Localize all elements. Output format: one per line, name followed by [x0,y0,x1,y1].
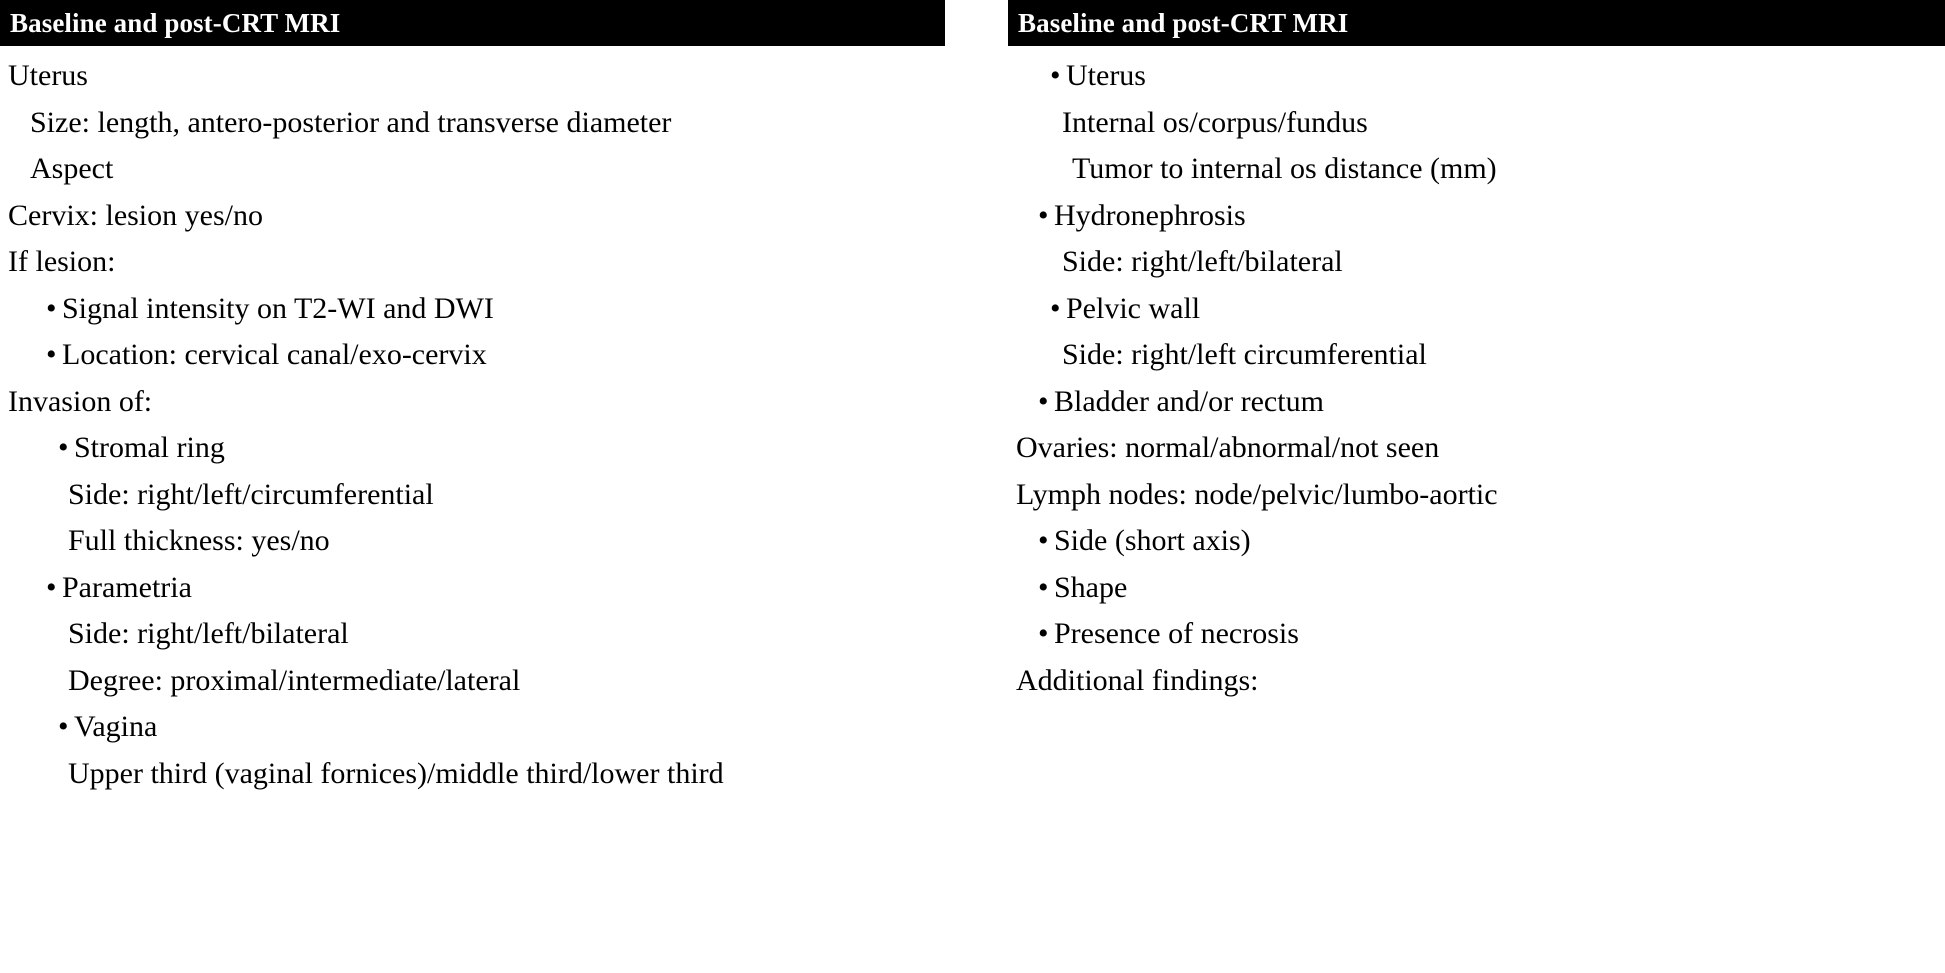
bullet-list-item: •Pelvic wall [1008,286,1945,333]
bullet-list-item: •Uterus [1008,53,1945,100]
text-line: Cervix: lesion yes/no [0,193,945,240]
bullet-icon: • [58,710,69,743]
text-line: Uterus [0,53,945,100]
line-label: Hydronephrosis [1054,198,1246,232]
line-label: Side: right/left/circumferential [68,477,434,511]
text-line: Lymph nodes: node/pelvic/lumbo-aortic [1008,472,1945,519]
bullet-list-item: •Shape [1008,565,1945,612]
text-line: If lesion: [0,239,945,286]
text-line: Side: right/left/bilateral [1008,239,1945,286]
text-line: Degree: proximal/intermediate/lateral [0,658,945,705]
bullet-list-item: •Signal intensity on T2-WI and DWI [0,286,945,333]
line-label: Vagina [74,710,158,743]
column-header-right: Baseline and post-CRT MRI [1008,0,1945,46]
bullet-list-item: •Hydronephrosis [1008,193,1945,240]
line-label: Additional findings: [1016,663,1259,697]
bullet-icon: • [1038,570,1049,604]
line-label: Cervix: lesion yes/no [8,198,263,232]
bullet-icon: • [1038,617,1049,650]
line-label: Parametria [62,570,192,604]
text-line: Additional findings: [1008,658,1945,705]
line-label: Degree: proximal/intermediate/lateral [68,663,521,697]
line-label: Side: right/left/bilateral [68,617,349,650]
line-label: Size: length, antero-posterior and trans… [30,105,672,139]
line-label: Stromal ring [74,431,225,464]
line-label: Lymph nodes: node/pelvic/lumbo-aortic [1016,477,1498,511]
bullet-icon: • [46,291,57,325]
bullet-icon: • [46,570,57,604]
bullet-icon: • [1038,198,1049,232]
line-label: Presence of necrosis [1054,617,1299,650]
bullet-list-item: •Presence of necrosis [1008,611,1945,658]
bullet-list-item: •Side (short axis) [1008,518,1945,565]
bullet-icon: • [1038,384,1049,418]
line-label: Uterus [8,59,88,92]
text-line: Ovaries: normal/abnormal/not seen [1008,425,1945,472]
text-line: Side: right/left/circumferential [0,472,945,519]
bullet-icon: • [1050,59,1061,92]
line-label: Aspect [30,152,114,185]
text-line: Upper third (vaginal fornices)/middle th… [0,751,945,798]
line-label: Side: right/left/bilateral [1062,245,1343,278]
column-header-title: Baseline and post-CRT MRI [1018,7,1349,38]
bullet-icon: • [1038,524,1049,557]
line-label: Signal intensity on T2-WI and DWI [62,291,494,325]
text-line: Side: right/left/bilateral [0,611,945,658]
line-label: Upper third (vaginal fornices)/middle th… [68,756,724,790]
text-line: Full thickness: yes/no [0,518,945,565]
line-label: Full thickness: yes/no [68,524,330,557]
column-header-left: Baseline and post-CRT MRI [0,0,945,46]
bullet-list-item: •Location: cervical canal/exo-cervix [0,332,945,379]
bullet-icon: • [58,431,69,464]
text-line: Invasion of: [0,379,945,426]
line-label: Internal os/corpus/fundus [1062,105,1368,139]
bullet-list-item: •Vagina [0,704,945,751]
column-header-title: Baseline and post-CRT MRI [10,7,341,38]
text-line: Side: right/left circumferential [1008,332,1945,379]
line-label: Uterus [1066,59,1146,92]
text-line: Aspect [0,146,945,193]
line-label: Side: right/left circumferential [1062,338,1427,371]
line-label: Pelvic wall [1066,291,1201,325]
line-label: Location: cervical canal/exo-cervix [62,338,487,371]
line-label: Shape [1054,570,1128,604]
text-line: Tumor to internal os distance (mm) [1008,146,1945,193]
text-line: Size: length, antero-posterior and trans… [0,100,945,147]
line-label: Bladder and/or rectum [1054,384,1324,418]
bullet-list-item: •Stromal ring [0,425,945,472]
bullet-icon: • [1050,291,1061,325]
bullet-icon: • [46,338,57,371]
bullet-list-item: •Parametria [0,565,945,612]
line-label: Tumor to internal os distance (mm) [1072,152,1497,185]
line-label: If lesion: [8,245,116,278]
line-label: Invasion of: [8,384,153,418]
line-label: Ovaries: normal/abnormal/not seen [1016,431,1440,464]
line-label: Side (short axis) [1054,524,1251,557]
bullet-list-item: •Bladder and/or rectum [1008,379,1945,426]
text-line: Internal os/corpus/fundus [1008,100,1945,147]
